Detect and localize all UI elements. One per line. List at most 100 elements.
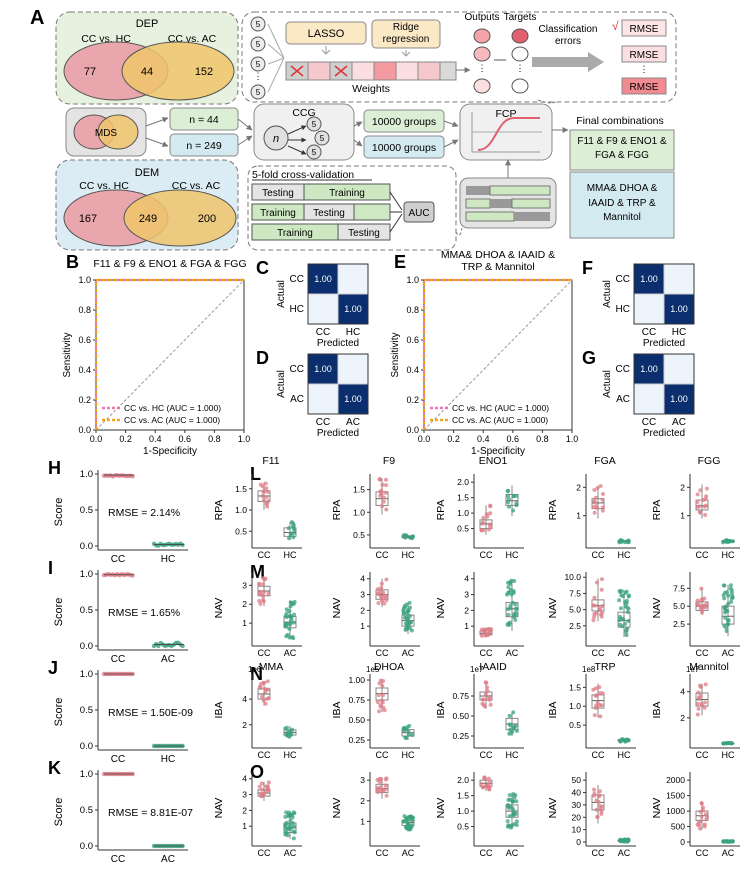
rmse-label-1: RMSE bbox=[630, 24, 659, 35]
box-point bbox=[702, 822, 707, 827]
x-tick-label: AC bbox=[161, 654, 175, 665]
box-point bbox=[383, 593, 388, 598]
box-point bbox=[730, 539, 735, 544]
rmse-annotation: RMSE = 1.65% bbox=[108, 607, 180, 619]
box-point bbox=[284, 725, 289, 730]
box-point bbox=[724, 604, 729, 609]
panel-letter-k: K bbox=[48, 758, 61, 778]
roc-ylabel: Sensitivity bbox=[390, 332, 401, 377]
weight-cell-6 bbox=[395, 61, 419, 81]
box-point bbox=[403, 621, 408, 626]
box-point bbox=[600, 492, 605, 497]
cv-icon-row2-test bbox=[490, 199, 512, 208]
cv-icon-connector bbox=[455, 227, 463, 236]
box-point bbox=[510, 600, 515, 605]
cm-cell bbox=[633, 293, 665, 325]
errors-arrow-head bbox=[588, 52, 604, 72]
box-point bbox=[703, 812, 708, 817]
cm-col-label: AC bbox=[346, 417, 360, 428]
box-point bbox=[377, 776, 382, 781]
box-point bbox=[266, 591, 271, 596]
y-tick-label: 0.2 bbox=[78, 395, 91, 405]
box-point bbox=[292, 620, 297, 625]
y-tick-label: 4 bbox=[360, 574, 365, 584]
y-tick-label: 0.2 bbox=[406, 395, 419, 405]
box-point bbox=[384, 483, 389, 488]
box-point bbox=[506, 493, 511, 498]
y-tick-label: 1.00 bbox=[348, 675, 365, 685]
x-tick-label: 0.8 bbox=[208, 434, 221, 444]
box-point bbox=[592, 614, 597, 619]
box-point bbox=[514, 501, 519, 506]
cv-icon-row3-test bbox=[514, 212, 550, 221]
scale-label: 1e5 bbox=[366, 665, 380, 674]
box-point bbox=[699, 801, 704, 806]
roc-title: MMA& DHOA & IAAID &TRP & Mannitol bbox=[441, 249, 555, 273]
box-point bbox=[600, 505, 605, 510]
box-point bbox=[287, 614, 292, 619]
box-ylabel: NAV bbox=[435, 798, 447, 819]
box-point bbox=[703, 496, 708, 501]
score-ylabel: Score bbox=[53, 598, 65, 627]
ccg-to-groups-arrow-2 bbox=[353, 139, 363, 147]
legend-label-1: CC vs. HC (AUC = 1.000) bbox=[124, 403, 221, 413]
y-tick-label: 2 bbox=[360, 605, 365, 615]
score-ylabel: Score bbox=[53, 498, 65, 527]
box-point bbox=[402, 610, 407, 615]
box-point bbox=[514, 799, 519, 804]
ccg-five-circle-1 bbox=[306, 116, 322, 132]
rmse-annotation: RMSE = 1.50E-09 bbox=[108, 707, 193, 719]
box-point bbox=[725, 539, 730, 544]
panel-letter-g: G bbox=[582, 348, 596, 368]
box-point bbox=[291, 535, 296, 540]
score-point bbox=[130, 573, 135, 578]
input-label-1: 5 bbox=[256, 20, 261, 29]
y-tick-label: 1.0 bbox=[80, 669, 93, 680]
box-point bbox=[726, 601, 731, 606]
rmse-dots: ⋮ bbox=[640, 64, 649, 74]
y-tick-label: 7.5 bbox=[673, 583, 685, 593]
box-title: FGG bbox=[698, 455, 721, 467]
box-point bbox=[724, 741, 729, 746]
box-point bbox=[486, 776, 491, 781]
x-tick-label: CC bbox=[480, 848, 493, 858]
box-point bbox=[259, 781, 264, 786]
panel-letter-d: D bbox=[256, 348, 269, 368]
box-ylabel: NAV bbox=[435, 598, 447, 619]
y-tick-label: 5.0 bbox=[569, 605, 581, 615]
box-point bbox=[259, 787, 264, 792]
x-tick-label: AC bbox=[506, 648, 519, 658]
y-tick-label: 1 bbox=[464, 621, 469, 631]
box-point bbox=[513, 606, 518, 611]
weight-cell-2 bbox=[307, 61, 331, 81]
x-tick-label: CC bbox=[111, 654, 125, 665]
box-title: MMA bbox=[259, 661, 284, 673]
dep-overlap-count: 44 bbox=[141, 66, 153, 78]
scale-label: 1e7 bbox=[470, 665, 484, 674]
x-tick-label: AC bbox=[284, 648, 297, 658]
box-title: IAAID bbox=[479, 661, 507, 673]
y-tick-label: 0.0 bbox=[406, 425, 419, 435]
x-tick-label: HC bbox=[284, 750, 297, 760]
box-point bbox=[703, 503, 708, 508]
box-point bbox=[703, 700, 708, 705]
cm-col-label: AC bbox=[672, 417, 686, 428]
y-tick-label: 0.0 bbox=[80, 541, 93, 552]
box-point bbox=[700, 805, 705, 810]
box-point bbox=[409, 824, 414, 829]
box-point bbox=[291, 523, 296, 528]
auc-box bbox=[403, 201, 435, 223]
box-point bbox=[619, 737, 624, 742]
box-point bbox=[257, 784, 262, 789]
ccg-to-groups-arrow-1 bbox=[353, 121, 363, 128]
lasso-label: LASSO bbox=[308, 28, 345, 40]
dem-right-set bbox=[123, 189, 237, 247]
cv-row3-training-label: Training bbox=[277, 228, 313, 239]
final-box-2 bbox=[569, 171, 675, 239]
box-ylabel: RPA bbox=[213, 500, 225, 521]
weight-cell-4 bbox=[351, 61, 375, 81]
x-tick-label: CC bbox=[258, 648, 271, 658]
output-dots: ⋮ bbox=[478, 63, 487, 73]
